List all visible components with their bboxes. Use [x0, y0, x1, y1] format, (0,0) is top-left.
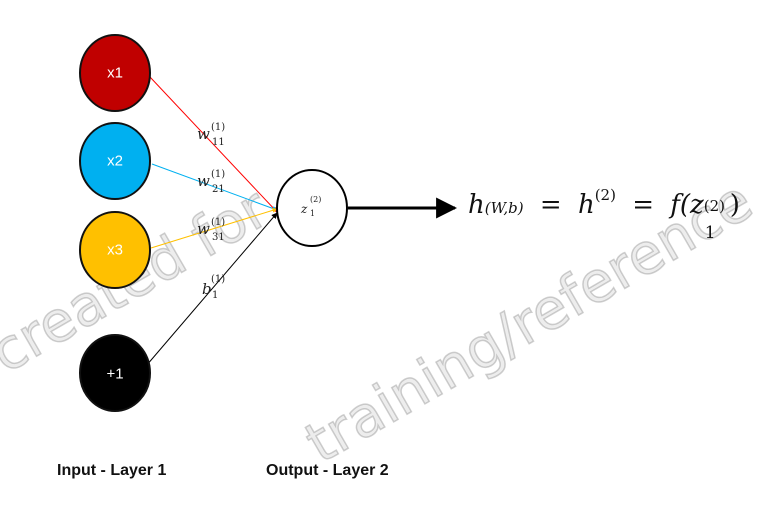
output-layer-label: Output - Layer 2: [266, 462, 389, 479]
node-bias-label: +1: [106, 365, 124, 383]
edge-w31: [150, 207, 278, 249]
node-x1: [79, 34, 151, 112]
input-layer-label: Input - Layer 1: [57, 462, 167, 479]
hypothesis-formula: h(W,b) = h(2) = f(z(2)1): [468, 186, 740, 243]
edge-w21: [151, 163, 278, 211]
edge-w11: [149, 76, 278, 213]
weight-w31-label: w (1) 31: [197, 217, 226, 243]
edge-b1: [145, 212, 278, 367]
weight-w21-label: w (1) 21: [197, 169, 226, 195]
bias-b1-label: b (1) 1: [202, 274, 226, 301]
node-bias: [79, 334, 151, 412]
node-x2-label: x2: [107, 152, 123, 170]
node-x1-label: x1: [107, 64, 123, 82]
node-output: [276, 169, 348, 247]
node-output-label: z (2) 1: [301, 195, 322, 218]
weight-w11-label: w (1) 11: [197, 122, 226, 148]
node-x2: [79, 122, 151, 200]
node-x3-label: x3: [107, 241, 123, 259]
node-x3: [79, 211, 151, 289]
